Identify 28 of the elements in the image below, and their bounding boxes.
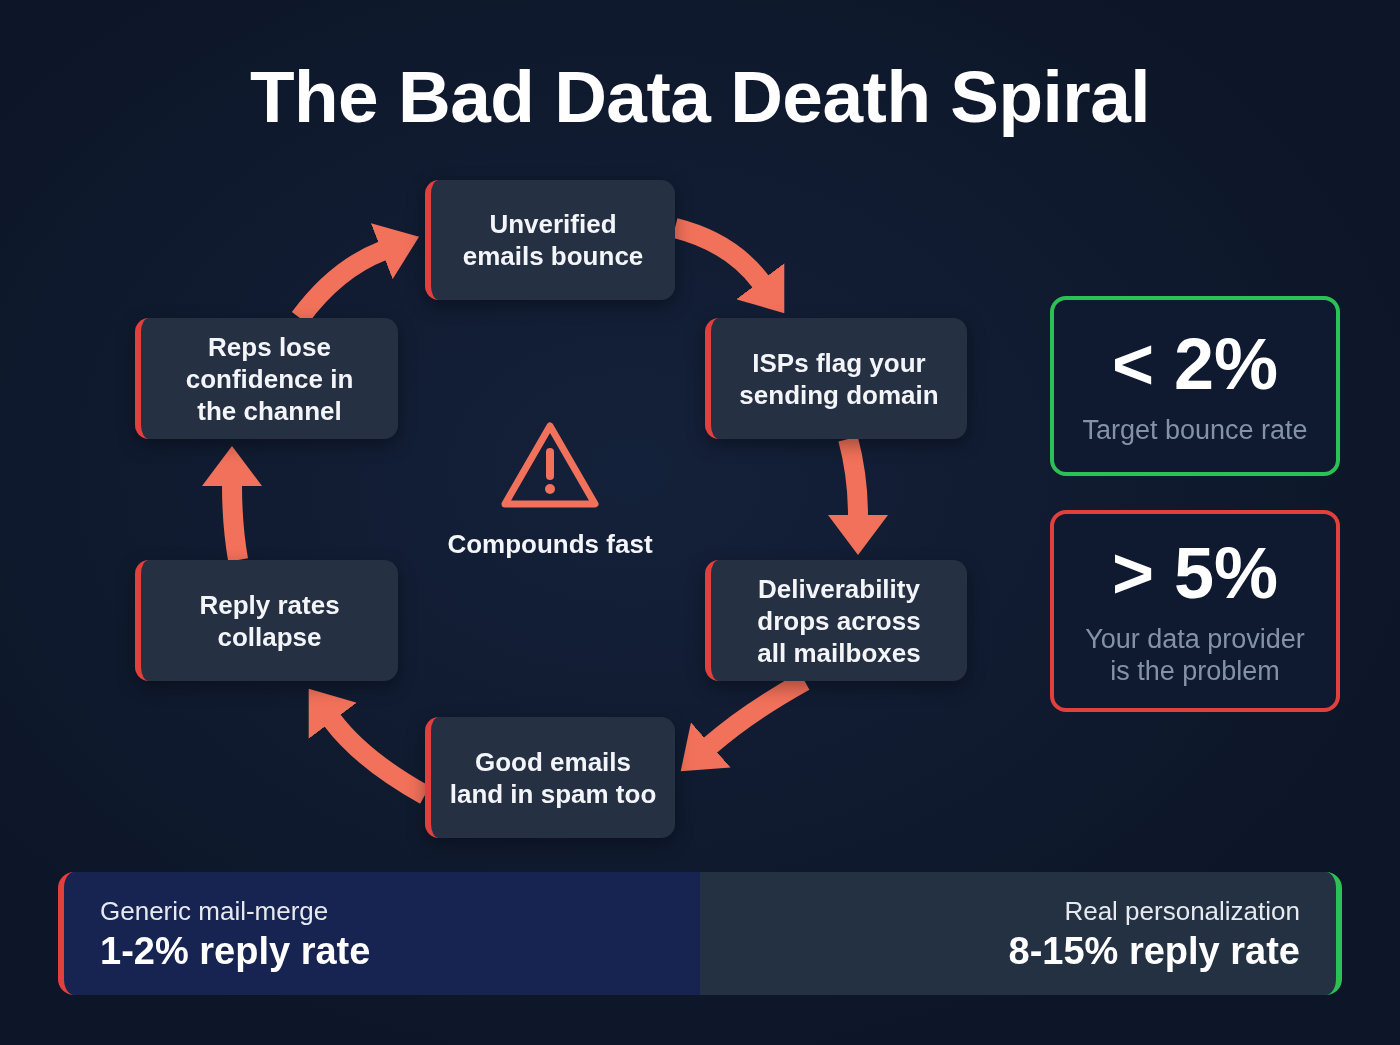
process-box: [425, 717, 675, 838]
process-box: [705, 560, 967, 681]
cycle-arrow: [202, 446, 262, 562]
step-label: Reply rates collapse: [198, 588, 341, 653]
cycle-arrow: [828, 436, 888, 555]
stat-value: < 2%: [1111, 326, 1279, 402]
stat-description: Target bounce rate: [1082, 414, 1308, 446]
comparison-panel: [58, 872, 700, 995]
step-label: Reps lose confidence in the channel: [184, 330, 355, 427]
title: The Bad Data Death Spiral: [249, 56, 1151, 138]
comparison-panel: [700, 872, 1342, 995]
stat-card: [1050, 510, 1340, 712]
comparison-caption: Generic mail-merge: [100, 894, 329, 927]
process-box: [705, 318, 967, 439]
stat-description: Your data provider is the problem: [1084, 623, 1306, 687]
comparison-caption: Real personalization: [1064, 894, 1300, 927]
step-label: ISPs flag your sending domain: [738, 346, 940, 411]
step-label: Good emails land in spam too: [448, 745, 658, 810]
process-box: [425, 180, 675, 300]
step-label: Deliverability drops across all mailboxes: [756, 572, 922, 669]
stat-card: [1050, 296, 1340, 476]
comparison-value: 1-2% reply rate: [100, 928, 371, 973]
stat-value: > 5%: [1111, 535, 1279, 611]
center-label: Compounds fast: [446, 528, 654, 561]
comparison-value: 8-15% reply rate: [1008, 928, 1300, 973]
process-box: [135, 560, 398, 681]
step-label: Unverified emails bounce: [461, 208, 645, 272]
process-box: [135, 318, 398, 439]
